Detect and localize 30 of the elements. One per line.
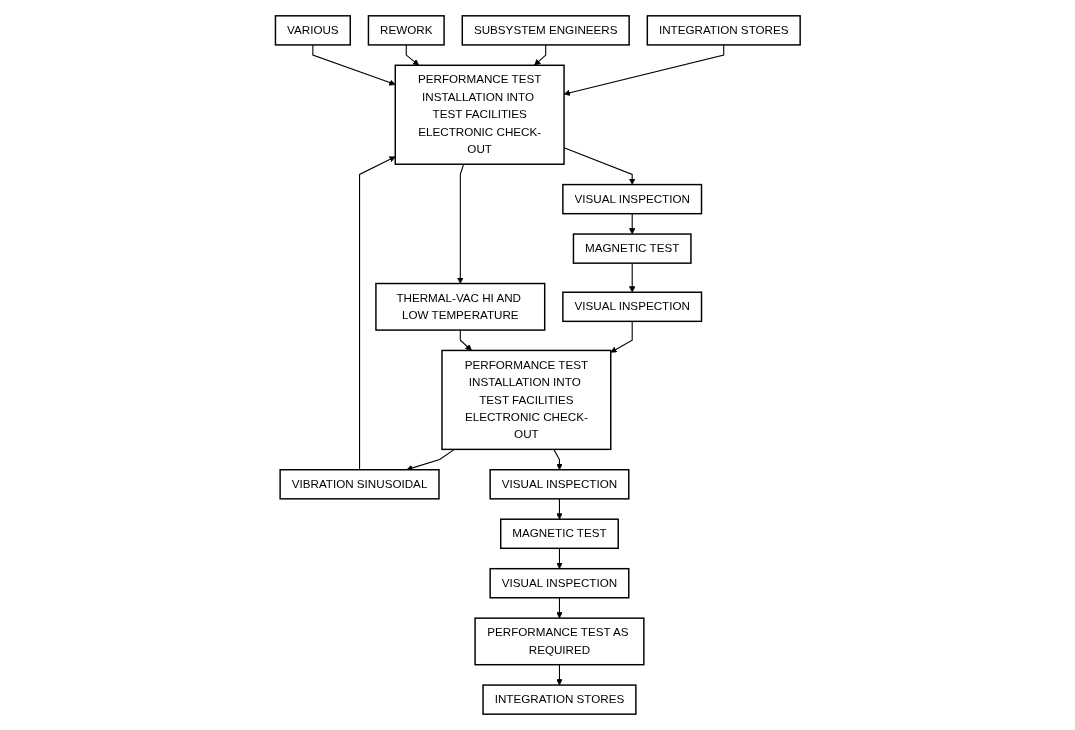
node-box: THERMAL-VAC HI AND LOW TEMPERATURE bbox=[374, 282, 546, 331]
node-box: SUBSYSTEM ENGINEERS bbox=[461, 15, 630, 46]
arrow bbox=[456, 163, 464, 284]
arrow bbox=[563, 44, 724, 96]
node-box: VISUAL INSPECTION bbox=[561, 183, 702, 215]
arrow bbox=[555, 498, 563, 520]
arrow bbox=[459, 329, 472, 351]
arrow bbox=[555, 547, 563, 569]
arrow bbox=[628, 213, 636, 235]
node-box: VARIOUS bbox=[274, 15, 351, 46]
arrow bbox=[405, 44, 419, 66]
arrow bbox=[552, 448, 563, 471]
arrow bbox=[533, 44, 546, 66]
node-box: PERFORMANCE TEST INSTALLATION INTO TEST FACILITIES ELECTRONIC CHECK-OUT bbox=[440, 349, 612, 451]
node-box: MAGNETIC TEST bbox=[499, 518, 619, 550]
arrow bbox=[628, 262, 636, 293]
node-box: PERFORMANCE TEST INSTALLATION INTO TEST FACILITIES ELECTRONIC CHECK-OUT bbox=[394, 64, 565, 165]
arrow bbox=[555, 664, 563, 686]
node-box: INTEGRATION STORES bbox=[482, 684, 637, 715]
node-box: PERFORMANCE TEST AS REQUIRED bbox=[474, 617, 645, 666]
node-box: VIBRATION SINUSOIDAL bbox=[279, 469, 440, 500]
arrow bbox=[563, 147, 636, 185]
node-box: VISUAL INSPECTION bbox=[561, 291, 702, 323]
node-box: INTEGRATION STORES bbox=[646, 15, 801, 46]
arrow bbox=[555, 597, 563, 619]
node-box: REWORK bbox=[367, 15, 445, 46]
arrow bbox=[610, 320, 633, 353]
node-box: VISUAL INSPECTION bbox=[489, 469, 630, 500]
node-box: VISUAL INSPECTION bbox=[489, 567, 630, 599]
node-box: MAGNETIC TEST bbox=[572, 233, 692, 264]
